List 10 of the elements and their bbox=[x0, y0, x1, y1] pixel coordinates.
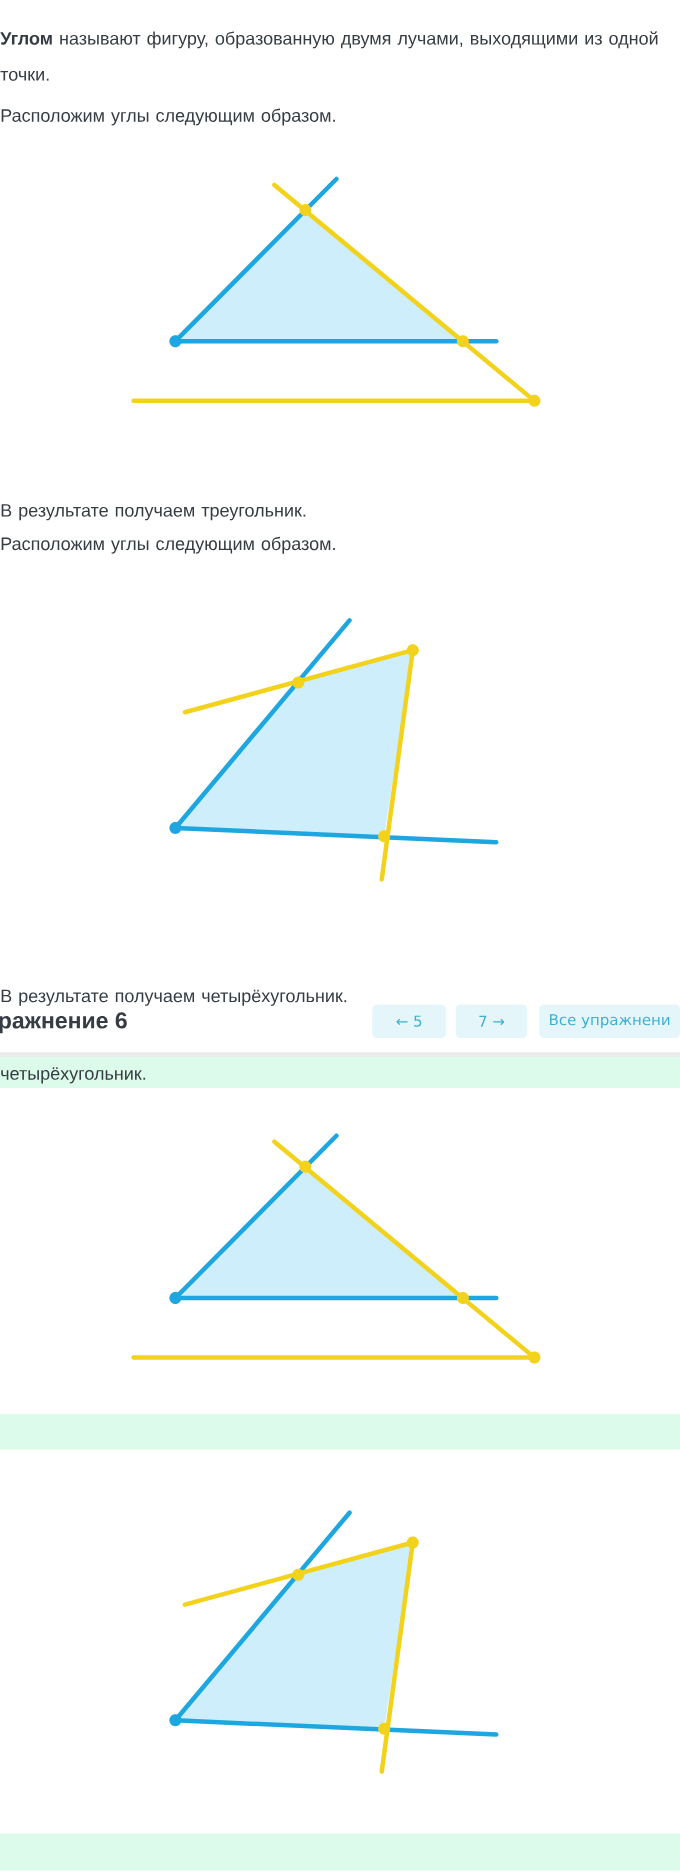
text-line: В результате получаем треугольник. bbox=[1, 504, 306, 521]
text-line: В результате получаем четырёхугольник. bbox=[1, 989, 347, 1006]
paragraph: Углом называют фигуру, образованную двумя лучами, выходящими из одной точки. bbox=[0, 31, 658, 81]
nav-button: 7 → bbox=[455, 1004, 528, 1038]
exercise-heading: ражнение 6 bbox=[0, 1012, 127, 1034]
banner: четырёхугольник. bbox=[0, 1057, 680, 1088]
nav-button: ← 5 bbox=[372, 1004, 447, 1038]
nav-button: Все упражнени bbox=[539, 1004, 680, 1038]
text-line: Расположим углы следующим образом. bbox=[1, 536, 335, 554]
text-line: Расположим углы следующим образом. bbox=[1, 108, 335, 126]
